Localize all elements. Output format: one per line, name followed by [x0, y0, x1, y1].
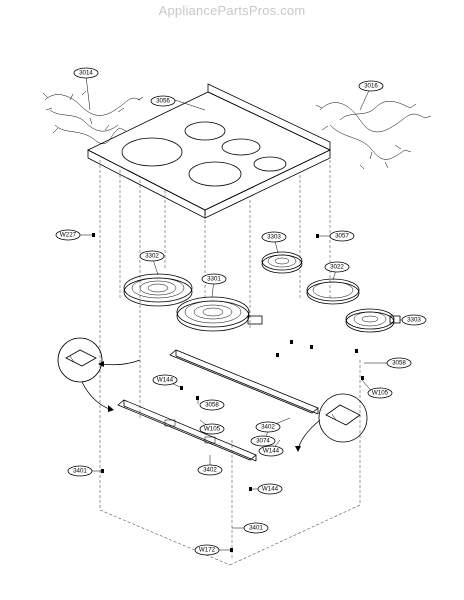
radiant-element-dual: [176, 296, 263, 332]
svg-text:3303: 3303: [267, 234, 281, 241]
assembly-guide-lines: [99, 160, 361, 566]
detail-view-right: [295, 393, 368, 452]
part-label: 3016: [358, 80, 384, 92]
part-label: 3014: [73, 67, 99, 79]
part-label: W144: [258, 445, 284, 457]
svg-text:3058: 3058: [205, 402, 219, 409]
part-label: 3022: [324, 261, 350, 273]
wire-harness-right: [315, 101, 432, 170]
svg-text:3401: 3401: [249, 525, 263, 532]
svg-text:3057: 3057: [335, 233, 349, 240]
svg-text:3402: 3402: [203, 467, 217, 474]
part-label: W172: [194, 544, 220, 556]
part-label: 3302: [139, 250, 165, 262]
leader-lines: [80, 75, 414, 551]
support-bracket-upper: [169, 349, 319, 415]
part-label: W105: [367, 387, 393, 399]
support-bracket-lower: [117, 399, 257, 462]
part-label: 3402: [197, 464, 223, 476]
wire-harness-left: [42, 90, 144, 144]
svg-text:3302: 3302: [145, 253, 159, 260]
part-label: 3401: [67, 465, 93, 477]
part-label: W105: [199, 423, 225, 435]
svg-text:3014: 3014: [79, 70, 93, 77]
svg-text:3016: 3016: [364, 83, 378, 90]
part-label: 3303: [261, 231, 287, 243]
svg-text:3303: 3303: [407, 317, 421, 324]
cooktop: [87, 83, 331, 219]
part-label: W144: [152, 374, 178, 386]
svg-text:W172: W172: [199, 547, 216, 554]
svg-text:W144: W144: [157, 377, 174, 384]
screws: [92, 233, 364, 552]
part-label: 3074: [250, 435, 276, 447]
element-ring: [306, 278, 360, 305]
svg-text:W144: W144: [262, 486, 279, 493]
svg-text:3058: 3058: [392, 360, 406, 367]
svg-text:3074: 3074: [256, 438, 270, 445]
part-label: 3303: [401, 314, 427, 326]
part-label: 3057: [329, 230, 355, 242]
svg-text:3301: 3301: [207, 276, 221, 283]
radiant-element-large: [123, 273, 193, 307]
svg-text:3402: 3402: [261, 424, 275, 431]
part-label: 3401: [243, 522, 269, 534]
part-label: 3402: [255, 421, 281, 433]
part-label: 3058: [199, 399, 225, 411]
part-label: 3058: [386, 357, 412, 369]
part-label: W227: [55, 229, 81, 241]
svg-text:W227: W227: [60, 232, 77, 239]
radiant-element-small-rear: [261, 251, 303, 274]
svg-text:3056: 3056: [156, 98, 170, 105]
svg-text:3401: 3401: [73, 468, 87, 475]
svg-text:W105: W105: [372, 390, 389, 397]
svg-text:3022: 3022: [330, 264, 344, 271]
part-label: 3301: [201, 273, 227, 285]
watermark: AppliancePartsPros.com: [158, 3, 306, 18]
detail-view-left: [57, 337, 141, 412]
svg-text:W144: W144: [263, 448, 280, 455]
svg-text:W105: W105: [204, 426, 221, 433]
radiant-element-small-right: [345, 308, 401, 333]
part-label: W144: [257, 483, 283, 495]
part-label: 3056: [150, 95, 176, 107]
